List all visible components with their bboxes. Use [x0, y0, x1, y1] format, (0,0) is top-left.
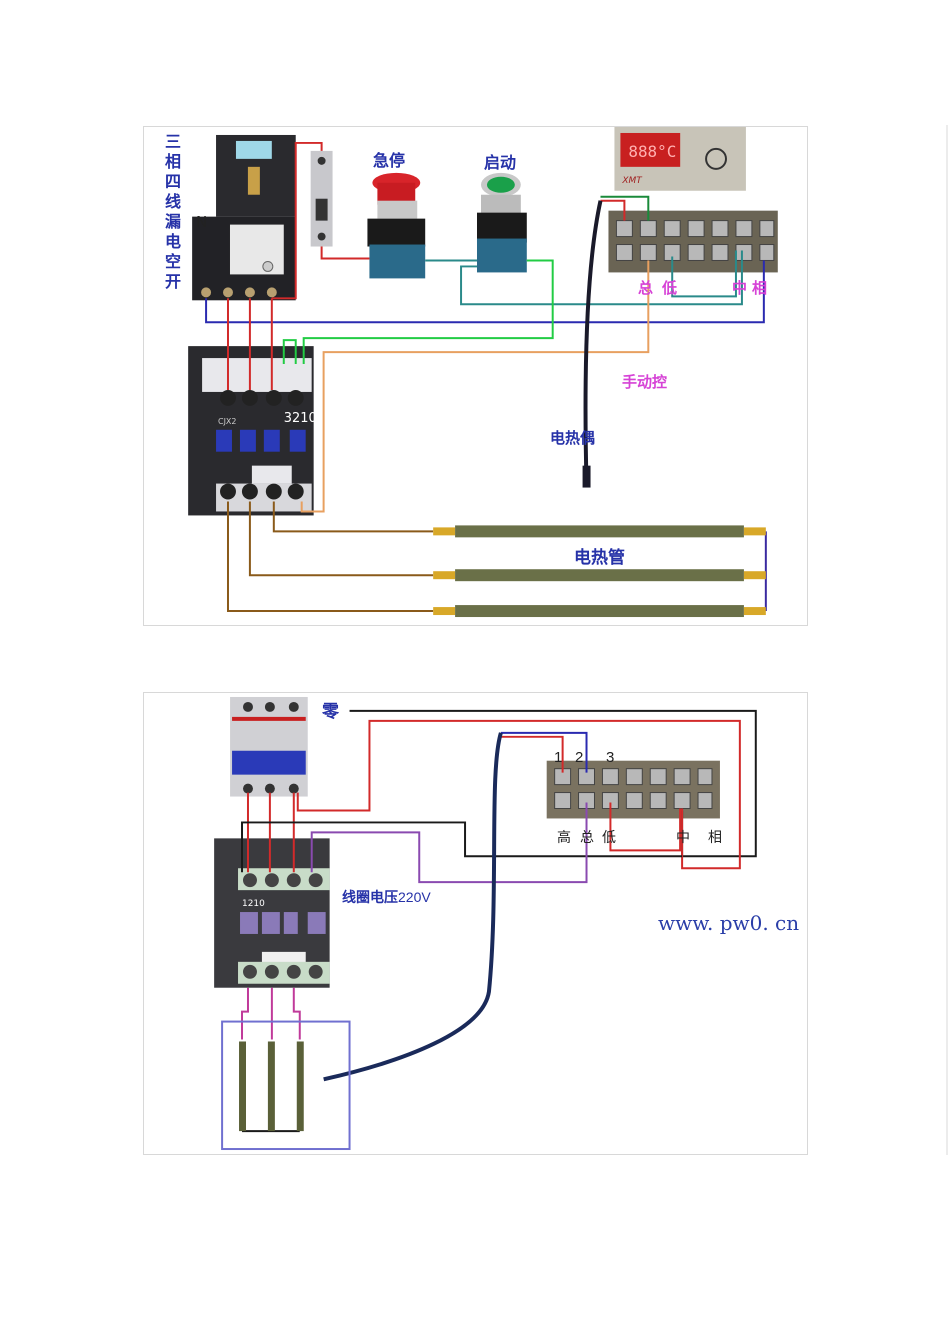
terminal-label-common: 总 [638, 279, 654, 297]
rcd-breaker [192, 134, 296, 301]
contactor-brand: CJX2 [218, 417, 236, 426]
heater-label: 电热管 [574, 548, 625, 568]
terminal-label-phase: 相 [752, 279, 768, 297]
heater-rods [239, 1041, 304, 1132]
wiring-diagram-2-graphic: 1210 [214, 696, 757, 1151]
heater-tube [433, 525, 766, 538]
heater-rod [267, 1041, 275, 1132]
terminal-number-2: 2 [575, 749, 584, 766]
terminal-label-common-2: 总 [580, 830, 594, 846]
contactor-model: 3210 [284, 411, 317, 426]
start-button [476, 172, 527, 273]
temperature-controller: 888°C XMT [614, 127, 746, 191]
terminal-label-phase-2: 相 [708, 830, 722, 846]
emergency-stop-button [367, 172, 426, 279]
controller-brand: XMT [621, 176, 643, 186]
contactor-1: 3210 CJX2 [188, 346, 317, 516]
neutral-label-2: 零 [322, 702, 339, 722]
wires-2 [241, 709, 757, 1133]
terminal-label-low: 低 [662, 279, 678, 297]
thermocouple-label: 电热偶 [550, 429, 596, 447]
rcd-title-label: 三相四线漏电空开 [162, 133, 181, 293]
terminal-number-3: 3 [606, 749, 615, 766]
coil-voltage-label: 线圈电压220V [342, 887, 431, 907]
wiring-diagram-2: 1210 [143, 692, 808, 1155]
wiring-diagram-1: 888°C XMT 3210 CJX2 [143, 126, 808, 626]
coil-voltage-text: 线圈电压 [342, 890, 398, 906]
terminal-block-2 [546, 760, 720, 819]
mcb-3pole [230, 696, 308, 797]
website-watermark: www. pw0. cn [658, 911, 800, 935]
coil-voltage-value: 220V [398, 889, 431, 905]
heater-rod [239, 1041, 246, 1132]
terminal-block-1 [608, 210, 778, 273]
heater-tubes [433, 525, 766, 618]
mcb-breaker [310, 150, 333, 247]
start-label: 启动 [484, 153, 517, 172]
heater-tube [433, 569, 766, 582]
terminal-label-high: 高 [557, 830, 571, 846]
manual-control-label: 手动控 [622, 373, 668, 391]
terminal-label-neutral-2: 中 [676, 830, 690, 846]
contactor-2: 1210 [214, 838, 330, 988]
heater-enclosure [221, 1020, 351, 1151]
terminal-label-neutral: 中 [732, 279, 748, 297]
heater-tube [433, 605, 766, 618]
heater-rod [296, 1041, 304, 1132]
page-edge [946, 125, 948, 1155]
wiring-diagram-1-graphic: 888°C XMT 3210 CJX2 [188, 127, 778, 618]
terminal-number-1: 1 [554, 749, 563, 766]
terminal-label-low-2: 低 [602, 830, 616, 846]
contactor-model-2: 1210 [242, 899, 265, 909]
emergency-stop-label: 急停 [373, 151, 406, 170]
wires-1 [205, 141, 767, 613]
controller-display: 888°C [628, 142, 676, 161]
neutral-label: N [196, 213, 208, 231]
